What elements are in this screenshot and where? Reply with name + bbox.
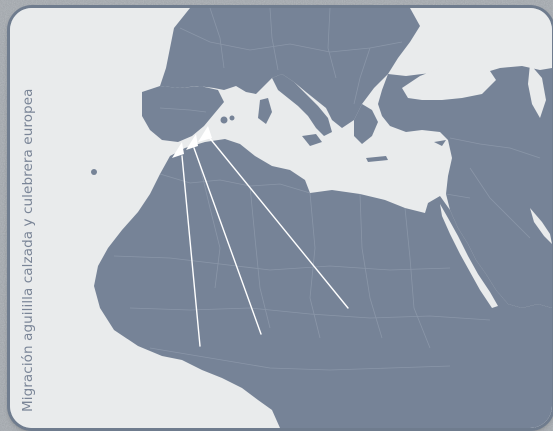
migration-routes [181,135,349,347]
migration-map [10,8,552,428]
map-title: Migración aguililla calzada y culebrera … [20,88,36,412]
sicily-island [302,134,322,146]
arrow-marker [198,126,212,142]
crete-island [366,156,388,162]
canary-island [91,169,97,175]
persian-gulf [530,208,552,244]
black-sea [402,64,496,100]
middle-east-landmass [378,66,552,308]
greece-landmass [354,104,378,144]
route-central [193,147,262,335]
arrow-marker [186,134,198,150]
balearic-island [229,115,235,121]
route-east [207,135,349,309]
africa-landmass [94,139,552,428]
strait-crossing-arrows [172,126,212,158]
country-borders [113,8,541,371]
sardinia-island [258,98,272,124]
route-west [181,155,201,347]
italy-landmass [272,74,332,136]
arrow-marker [172,142,184,158]
red-sea [440,204,498,308]
caspian-sea [528,64,546,118]
iberia-landmass [142,86,224,142]
map-frame [10,8,552,428]
cyprus-island [434,140,446,146]
balearic-island [220,116,228,124]
